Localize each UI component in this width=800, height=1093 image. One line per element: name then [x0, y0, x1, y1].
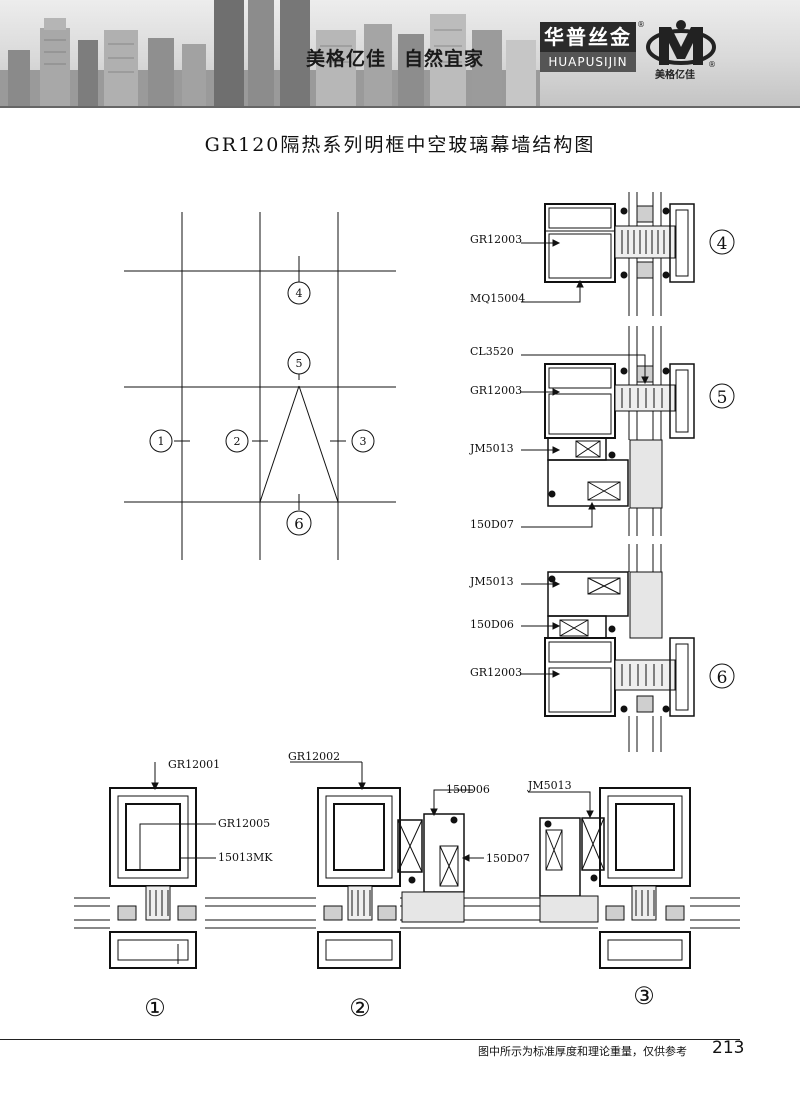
- marker-3: 3: [360, 435, 367, 448]
- brand-name-english: HUAPUSIJIN: [540, 52, 636, 72]
- slogan-part-2: 自然宜家: [404, 48, 485, 70]
- section-6-detail: [521, 544, 695, 752]
- section-1-detail: [109, 762, 216, 969]
- logo-registered-mark: ®: [708, 60, 716, 69]
- label-gr12001: GR12001: [168, 758, 220, 771]
- header-divider: [0, 106, 800, 108]
- city-skyline-image: [0, 0, 540, 106]
- bottom-marker-2: ②: [349, 994, 371, 1022]
- label-gr12005: GR12005: [218, 817, 270, 830]
- section-marker-6: 6: [717, 668, 728, 688]
- label-mq15004: MQ15004: [470, 292, 525, 305]
- label-gr12003-s5: GR12003: [470, 384, 522, 397]
- registered-mark: ®: [637, 20, 645, 29]
- page-title: GR120隔热系列明框中空玻璃幕墙结构图: [204, 134, 596, 156]
- label-cl3520: CL3520: [470, 345, 514, 358]
- brand-name-chinese: 华普丝金: [540, 22, 636, 52]
- marker-4: 4: [296, 287, 303, 300]
- label-gr12003-s4: GR12003: [470, 233, 522, 246]
- company-logo: [645, 17, 717, 87]
- label-150d07-b2: 150D07: [486, 852, 530, 865]
- label-150d07-s5: 150D07: [470, 518, 514, 531]
- footer-note: 图中所示为标准厚度和理论重量，仅供参考: [478, 1045, 687, 1058]
- marker-1: 1: [158, 435, 165, 448]
- elevation-markers: 1 2 3 4 5 6: [149, 281, 375, 536]
- label-150d06-b2: 150D06: [446, 783, 490, 796]
- logo-emblem-icon: [646, 20, 716, 65]
- label-jm5013-b3: JM5013: [527, 779, 572, 792]
- label-jm5013-s6: JM5013: [469, 575, 514, 588]
- label-150d06-s6: 150D06: [470, 618, 514, 631]
- bottom-marker-1: ①: [144, 994, 166, 1022]
- slogan-part-1: 美格亿佳: [306, 48, 387, 70]
- header-slogan: 美格亿佳自然宜家: [306, 44, 502, 71]
- page-number: 213: [712, 1038, 745, 1058]
- section-4-detail: [521, 192, 695, 316]
- marker-6: 6: [294, 515, 304, 533]
- header-banner: 美格亿佳自然宜家 华普丝金 HUAPUSIJIN ® ® 美格亿佳: [0, 0, 800, 106]
- logo-text: 美格亿佳: [655, 70, 695, 81]
- marker-2: 2: [234, 435, 241, 448]
- footer-divider: [0, 1039, 740, 1040]
- marker-5: 5: [296, 357, 303, 370]
- section-marker-5: 5: [717, 388, 728, 408]
- section-5-detail: [521, 326, 695, 536]
- elevation-grid: [124, 212, 396, 560]
- section-2-detail: [290, 761, 484, 969]
- section-marker-4: 4: [717, 234, 728, 254]
- label-15013mk: 15013MK: [218, 851, 273, 864]
- bottom-marker-3: ③: [633, 982, 655, 1010]
- label-jm5013-s5: JM5013: [469, 442, 514, 455]
- label-gr12003-s6: GR12003: [470, 666, 522, 679]
- section-3-detail: [528, 787, 691, 969]
- label-gr12002: GR12002: [288, 750, 340, 763]
